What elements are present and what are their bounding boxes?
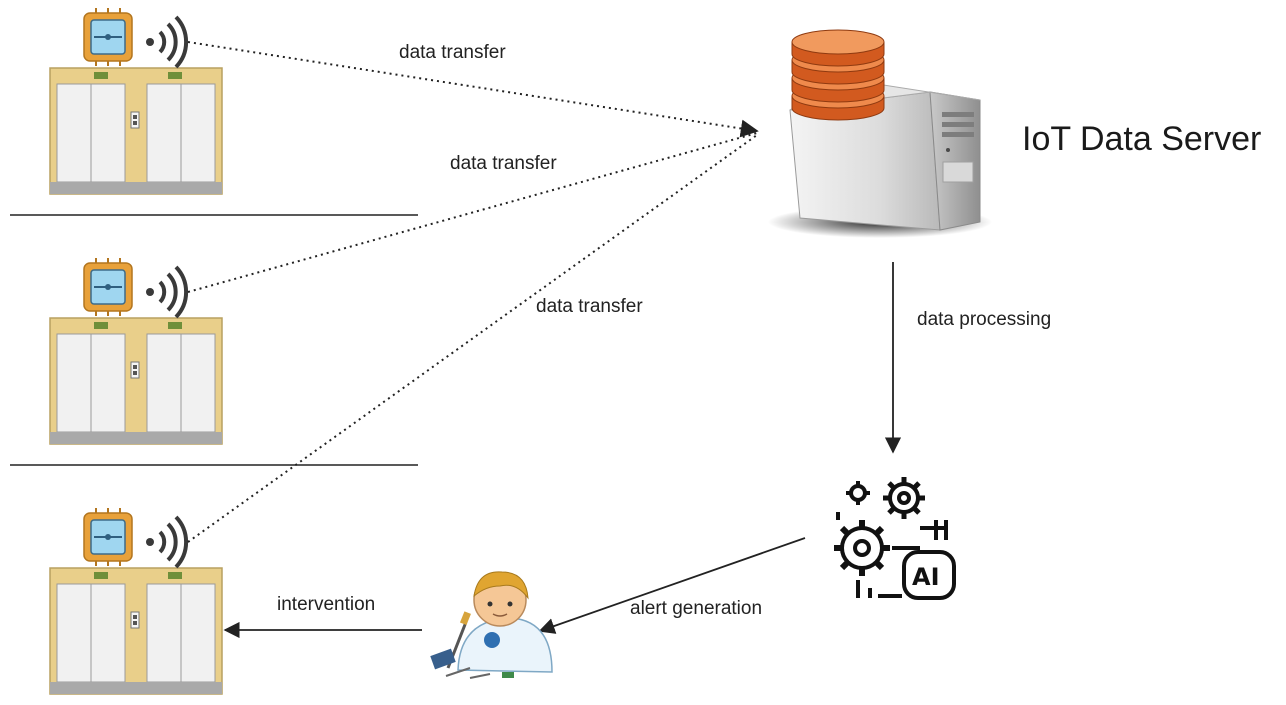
iot-sensor-chip-icon bbox=[83, 257, 133, 317]
transfer-label-3: data transfer bbox=[536, 296, 643, 317]
processing-label: data processing bbox=[917, 309, 1051, 330]
elevator-icon bbox=[49, 317, 223, 445]
elevator-icon bbox=[49, 67, 223, 195]
elevator-unit-2 bbox=[49, 257, 223, 445]
ai-gears-icon bbox=[834, 477, 956, 600]
transfer-label-2: data transfer bbox=[450, 153, 557, 174]
transfer-label-1: data transfer bbox=[399, 42, 506, 63]
ai-badge: AI bbox=[912, 563, 940, 591]
server-title: IoT Data Server bbox=[1022, 120, 1261, 158]
wireless-signal-icon bbox=[144, 15, 189, 69]
iot-sensor-chip-icon bbox=[83, 507, 133, 567]
transfer-line-2 bbox=[187, 132, 758, 293]
iot-sensor-chip-icon bbox=[83, 7, 133, 67]
elevator-icon bbox=[49, 567, 223, 695]
elevator-unit-1 bbox=[49, 7, 223, 195]
wireless-signal-icon bbox=[144, 515, 189, 569]
elevator-unit-3 bbox=[49, 507, 223, 695]
alert-arrow bbox=[538, 537, 806, 634]
technician-icon bbox=[430, 571, 553, 679]
intervention-label: intervention bbox=[277, 594, 375, 615]
database-server-icon bbox=[768, 29, 992, 238]
transfer-line-3 bbox=[187, 134, 758, 543]
wireless-signal-icon bbox=[144, 265, 189, 319]
alert-label: alert generation bbox=[630, 598, 762, 619]
